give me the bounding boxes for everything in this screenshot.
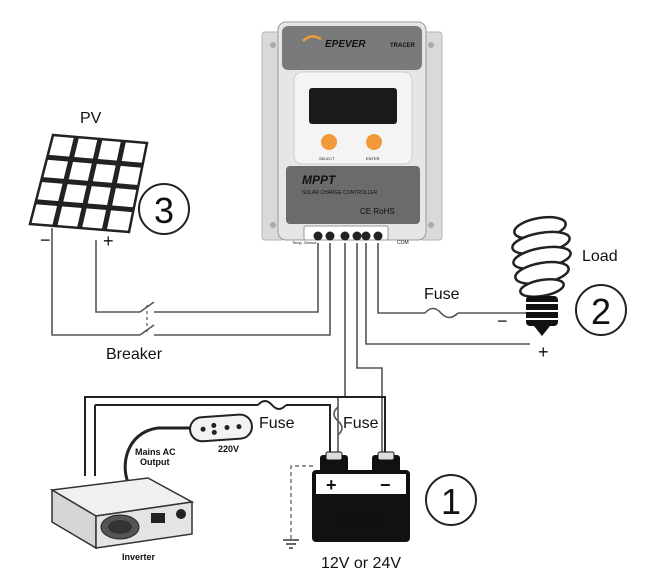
inverter-switch [151,513,165,523]
inverter-negative-wire [84,396,386,476]
pv-minus-label: − [40,230,51,250]
outlet-voltage-label: 220V [218,444,239,454]
breaker-to-controller-neg-wire [154,243,331,336]
load-positive-wire [365,243,530,345]
load-minus-label: − [497,311,508,331]
lightbulb-icon [511,215,572,336]
load: Load Fuse − + 2 [424,215,627,362]
load-negative-wire-a [377,243,425,314]
ac-outlet [189,413,253,443]
mppt-panel [286,166,420,224]
inverter-fuse-symbol [257,400,287,410]
terminal-bat-pos [340,231,350,241]
mains-output-label: Output [140,457,170,467]
charge-controller: EPEVER TRACER SELECT ENTER MPPT SOLAR CH… [261,21,443,246]
controller-model: TRACER [390,43,416,49]
battery-label: Battery [336,511,387,528]
load-number-badge [575,284,627,336]
certification-marks: CE RoHS [360,207,395,216]
mppt-title: MPPT [302,173,337,187]
battery-negative-wire [356,243,383,455]
terminal-load-neg [373,231,383,241]
enter-button-label: ENTER [366,156,380,161]
breaker-label: Breaker [106,346,163,363]
terminal-load-pos [361,231,371,241]
pv-cell-grid [35,136,143,231]
pv-negative-wire [51,228,140,336]
ground-wire [290,465,313,540]
battery-number: 1 [441,481,461,522]
battery-terminal-panel [316,474,406,494]
mppt-subtitle: SOLAR CHARGE CONTROLLER [302,190,378,196]
terminals [313,231,383,241]
load-number: 2 [591,291,611,332]
terminal-bat-neg [352,231,362,241]
terminal-pv-pos [313,231,323,241]
battery: Fuse + − Battery 12V or 24V 1 [312,415,477,572]
ground-icon [283,539,299,549]
temp-sensor-label: Temp. Sensor [292,240,317,245]
load-label: Load [582,248,618,265]
wires [51,228,530,549]
load-fuse-symbol [424,307,459,319]
battery-minus-label: − [380,475,391,495]
lcd-screen [309,88,397,124]
inverter: 220V Mains AC Output Fuse Inverter [49,413,295,562]
pv-grid-row-line [35,199,134,213]
battery-plus-label: + [326,475,337,495]
pv-number-badge [138,183,190,235]
select-button[interactable] [321,134,337,150]
battery-number-badge [425,474,477,526]
battery-fuse-symbol [333,406,343,436]
load-plus-label: + [538,342,549,362]
mains-ac-label: Mains AC [135,447,176,457]
inverter-fuse-label: Fuse [259,415,295,432]
inverter-socket-icon [176,509,186,519]
pv-number: 3 [154,190,174,231]
pv-positive-wire [95,240,140,313]
breaker-to-controller-pos-wire [154,243,319,313]
pv-panel: PV − + 3 [28,110,190,251]
brand-logo-swoosh [302,35,322,42]
load-fuse-label: Fuse [424,286,460,303]
com-port-label: COM [397,240,409,246]
controller-brand: EPEVER [325,39,366,50]
pv-plus-label: + [103,231,114,251]
select-button-label: SELECT [319,156,335,161]
pv-grid-row-line [47,154,143,168]
battery-fuse-label: Fuse [343,415,379,432]
pv-label: PV [80,110,102,127]
enter-button[interactable] [366,134,382,150]
inverter-wire-top-b [286,404,331,455]
battery-voltage-label: 12V or 24V [321,555,401,572]
terminal-pv-neg [325,231,335,241]
pv-grid-row-line [41,177,139,190]
inverter-label: Inverter [122,552,156,562]
